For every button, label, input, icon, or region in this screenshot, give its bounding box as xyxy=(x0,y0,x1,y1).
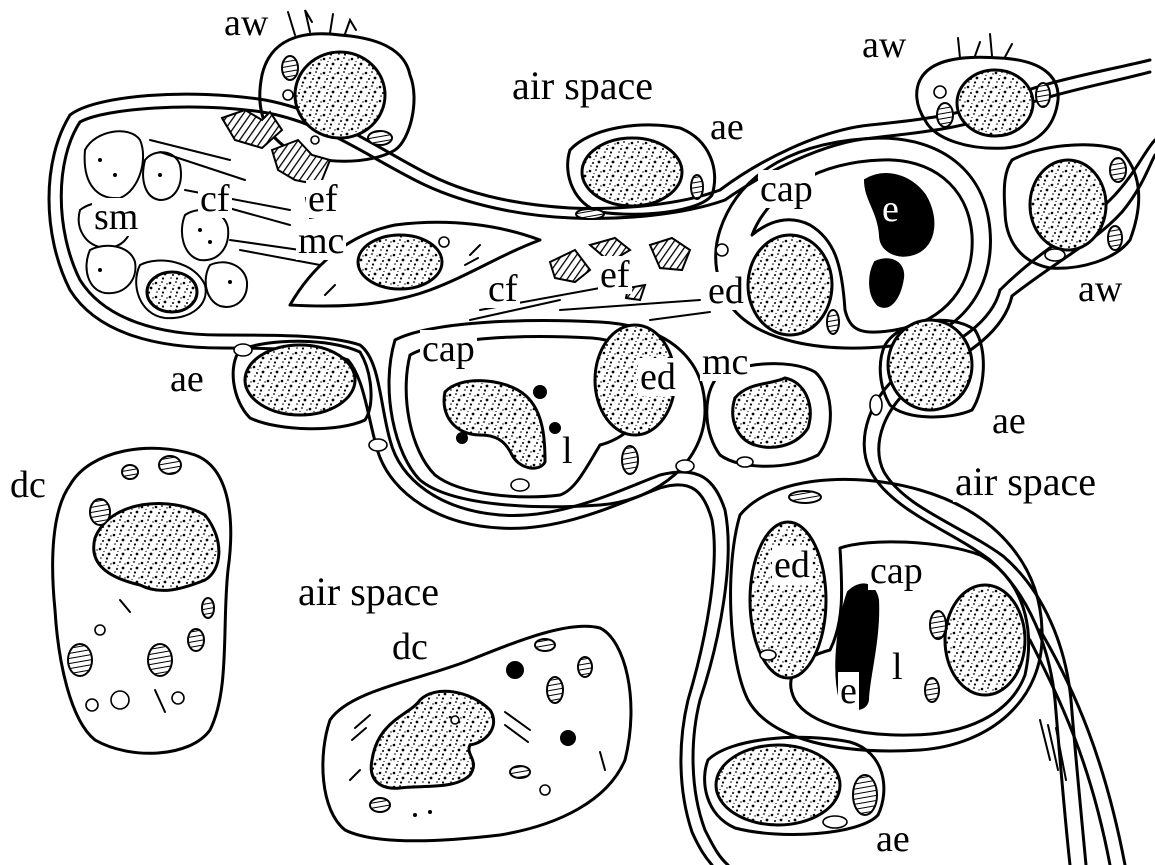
label-ae-right: ae xyxy=(990,402,1028,440)
label-aw-right: aw xyxy=(1076,270,1124,308)
label-aw-top-left: aw xyxy=(222,4,270,42)
label-dc-bottom: dc xyxy=(390,628,430,666)
label-air-space-top: air space xyxy=(510,66,655,106)
label-l-middle: l xyxy=(560,432,575,470)
label-dc-left: dc xyxy=(8,466,48,504)
dc-cell-left xyxy=(53,448,231,753)
label-e-lower-right: e xyxy=(838,672,859,710)
label-cap-lower-right: cap xyxy=(868,552,925,590)
aw-cell-right xyxy=(1004,145,1138,268)
label-l-lower-right: l xyxy=(890,648,905,686)
ae-cell-top xyxy=(568,125,715,219)
label-ae-bottom: ae xyxy=(874,820,912,858)
dc-cell-bottom xyxy=(323,626,631,841)
label-mc-middle: mc xyxy=(700,343,750,381)
label-mc-upper: mc xyxy=(296,222,346,260)
label-cf-upper: cf xyxy=(198,180,232,218)
label-air-space-bottom: air space xyxy=(296,572,441,612)
aw-cell-top-left xyxy=(260,10,414,161)
label-cap-middle: cap xyxy=(420,330,477,368)
label-ef-middle: ef xyxy=(598,256,632,294)
label-ae-left: ae xyxy=(168,360,206,398)
label-sm: sm xyxy=(92,198,140,236)
label-cap-upper-right: cap xyxy=(758,170,815,208)
capillary-lower-right xyxy=(731,479,1043,751)
label-air-space-right: air space xyxy=(953,462,1098,502)
label-ef-upper: ef xyxy=(306,180,340,218)
label-ae-top: ae xyxy=(708,108,746,146)
label-ed-middle: ed xyxy=(638,358,678,396)
capillary-upper-right xyxy=(716,138,991,348)
label-aw-top-right: aw xyxy=(860,26,908,64)
label-ed-lower-right: ed xyxy=(772,546,812,584)
label-cf-middle: cf xyxy=(486,270,520,308)
label-ed-upper-right: ed xyxy=(706,272,746,310)
label-e-upper-right: e xyxy=(880,190,901,228)
